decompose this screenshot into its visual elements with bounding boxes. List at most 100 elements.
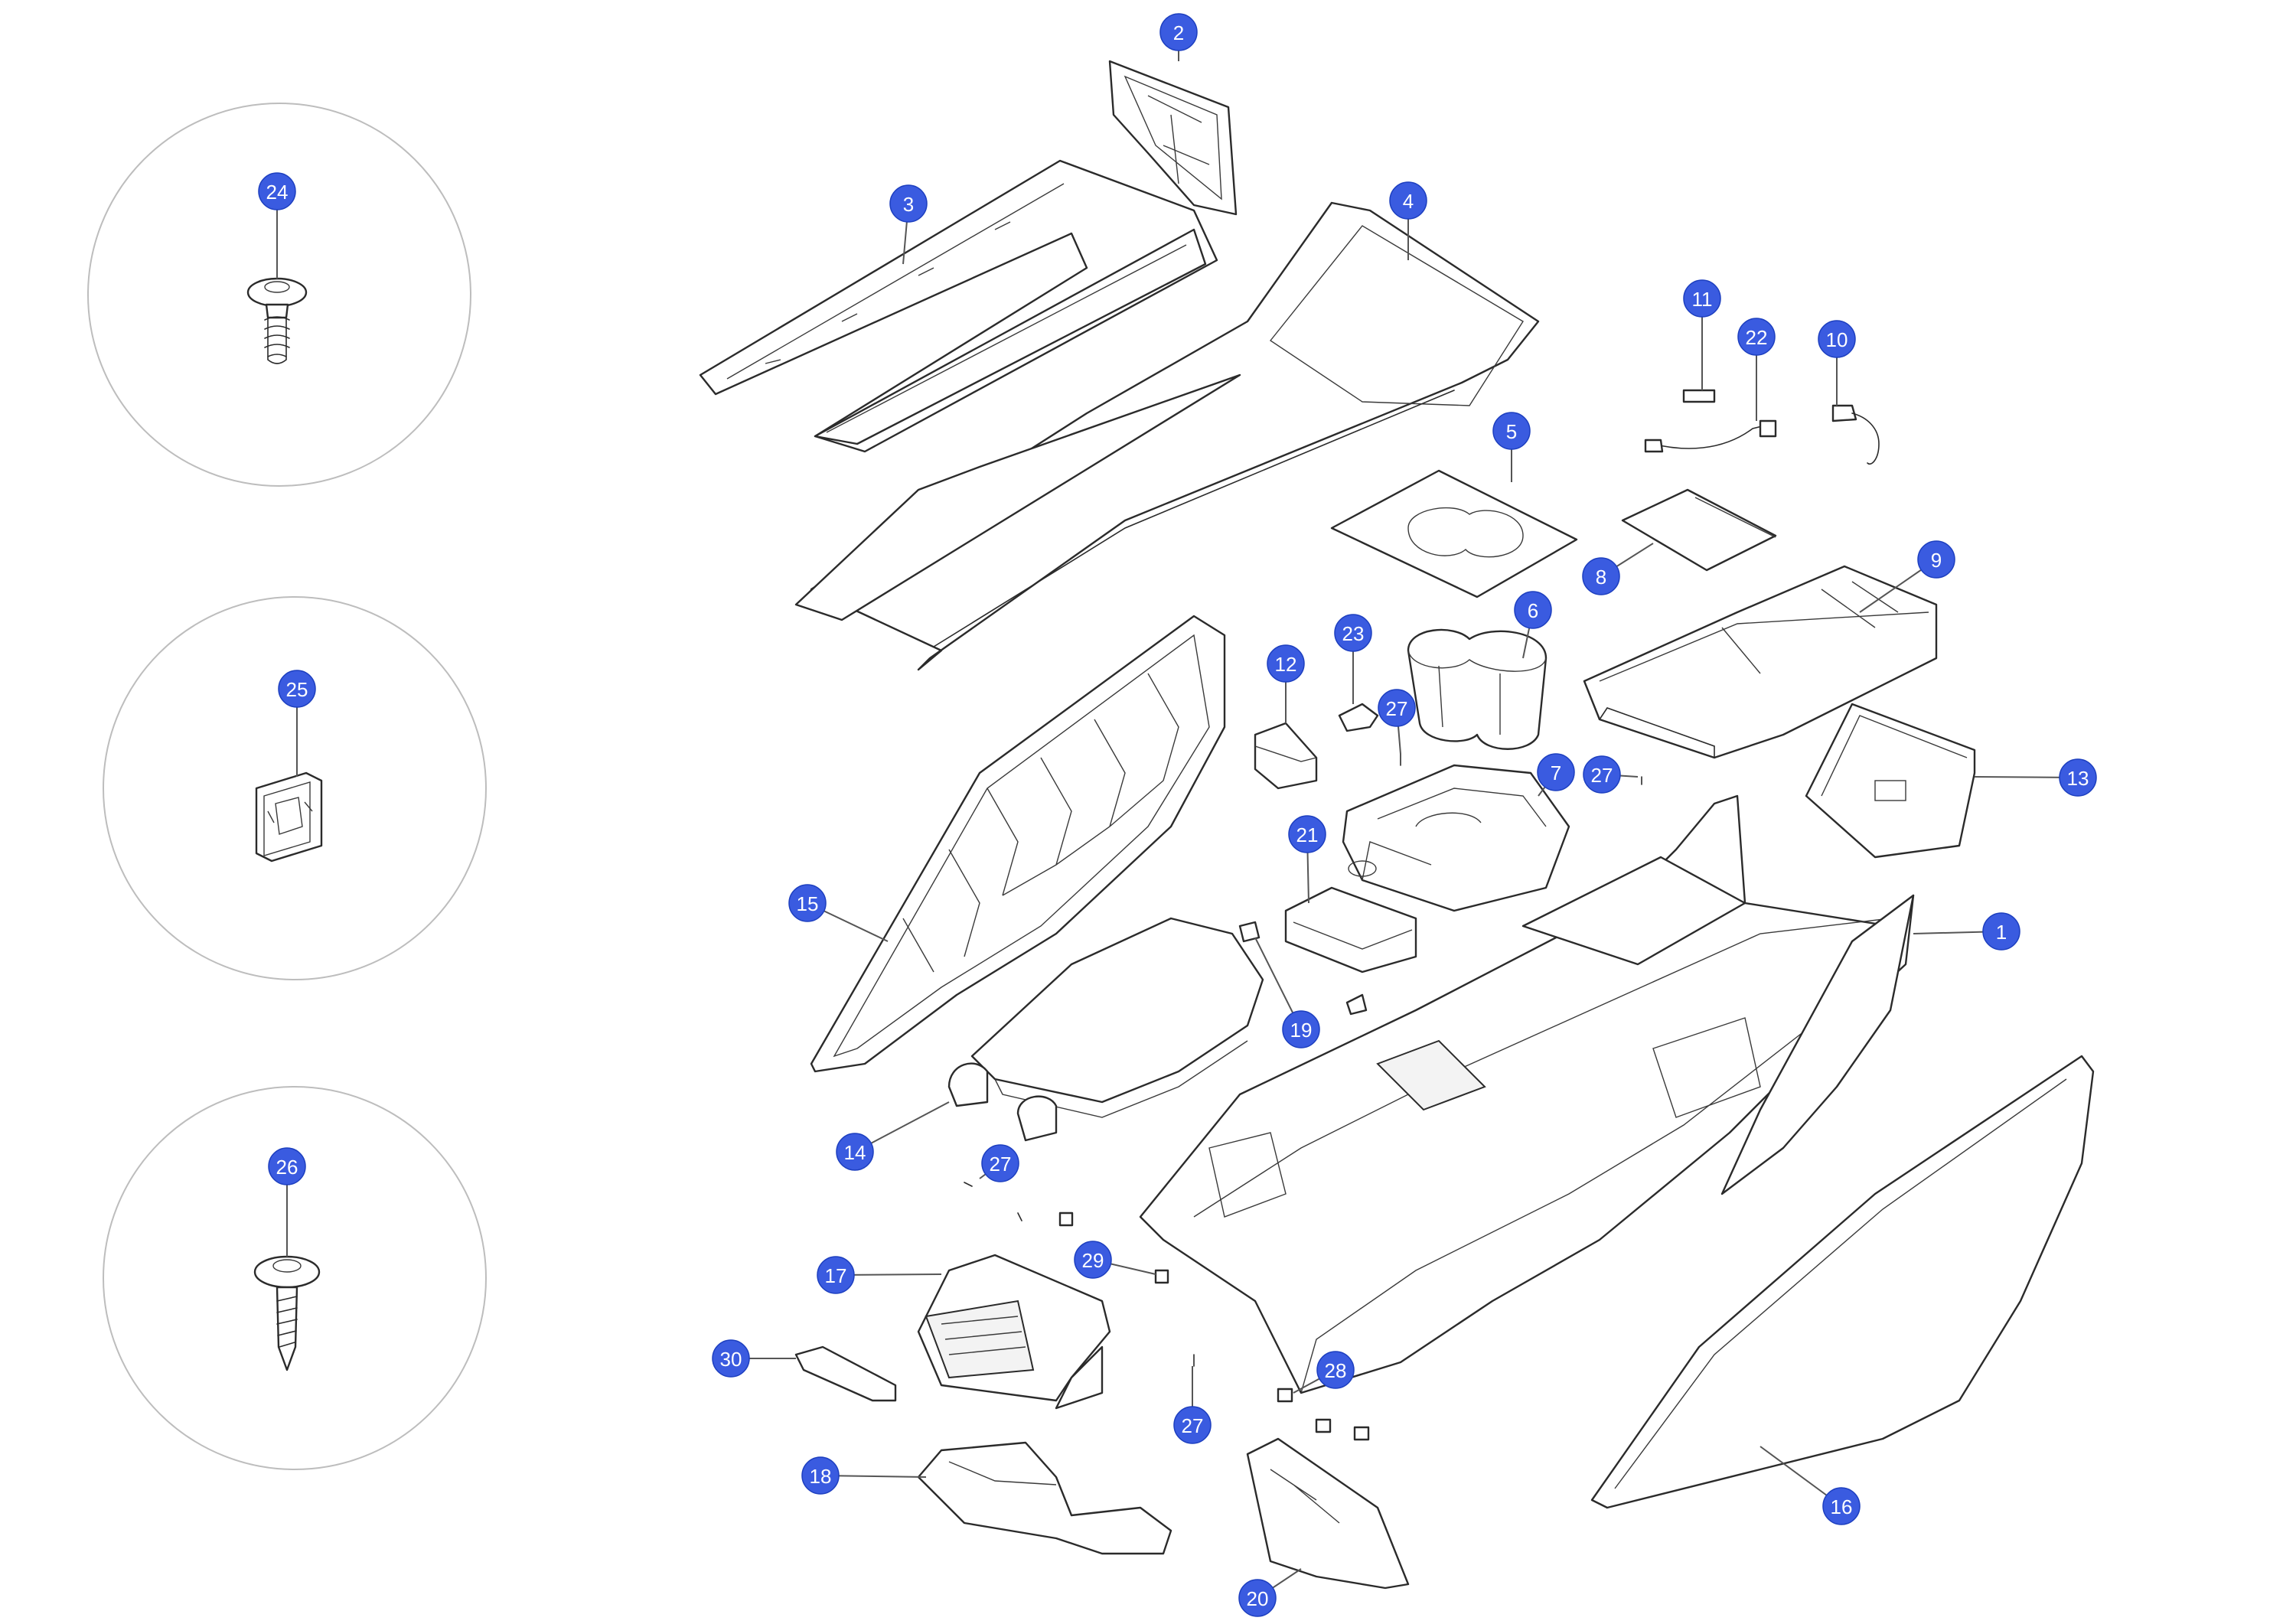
callout-number-22: 22 (1746, 326, 1768, 349)
callout-25[interactable]: 25 (278, 670, 316, 708)
part-8-charging-pad (1621, 488, 1777, 572)
callout-2[interactable]: 2 (1159, 13, 1198, 51)
callout-dot-16 (1822, 1487, 1861, 1525)
detail-circle-screw-26 (103, 1086, 487, 1470)
callout-29[interactable]: 29 (1074, 1241, 1112, 1279)
callout-28[interactable]: 28 (1316, 1351, 1355, 1389)
callout-number-17: 17 (825, 1264, 847, 1287)
callout-21[interactable]: 21 (1288, 815, 1326, 853)
part-1-console-body (1139, 794, 1915, 1394)
callout-17[interactable]: 17 (817, 1256, 855, 1294)
callout-8[interactable]: 8 (1582, 557, 1620, 595)
callout-dot-28 (1316, 1351, 1355, 1389)
pan-head-screw-part (253, 1255, 321, 1371)
callout-dot-30 (712, 1339, 750, 1378)
callout-30[interactable]: 30 (712, 1339, 750, 1378)
callout-1[interactable]: 1 (1982, 912, 2020, 951)
part-10-sensor (1831, 404, 1880, 465)
callout-15[interactable]: 15 (788, 884, 827, 922)
callout-dot-1 (1982, 912, 2020, 951)
callout-10[interactable]: 10 (1818, 320, 1856, 358)
callout-number-21: 21 (1296, 823, 1319, 846)
part-5-cupholder-cover (1330, 469, 1578, 598)
callout-dot-27b (1583, 755, 1621, 794)
callout-number-25: 25 (286, 678, 308, 701)
callout-26[interactable]: 26 (268, 1147, 306, 1185)
part-17-rear-vent (917, 1254, 1111, 1410)
callout-number-18: 18 (810, 1465, 832, 1488)
callout-23[interactable]: 23 (1334, 614, 1372, 652)
callout-12[interactable]: 12 (1267, 644, 1305, 683)
callout-27d[interactable]: 27 (1173, 1406, 1212, 1444)
part-30-bracket (794, 1345, 897, 1402)
callout-dot-27a (1378, 689, 1416, 727)
callout-4[interactable]: 4 (1389, 181, 1427, 220)
callout-number-24: 24 (266, 181, 289, 204)
callout-dot-12 (1267, 644, 1305, 683)
callout-18[interactable]: 18 (801, 1456, 840, 1495)
spring-clip-part (255, 771, 323, 863)
callout-16[interactable]: 16 (1822, 1487, 1861, 1525)
callout-3[interactable]: 3 (889, 184, 928, 223)
callout-22[interactable]: 22 (1737, 318, 1776, 356)
callout-number-14: 14 (844, 1141, 866, 1164)
callout-14[interactable]: 14 (836, 1133, 874, 1171)
callout-dot-19 (1282, 1010, 1320, 1048)
part-3-trim-frame (699, 159, 1218, 453)
part-22-wire-harness (1644, 419, 1777, 453)
callout-dot-5 (1492, 412, 1531, 450)
part-4-top-trim-panel (794, 201, 1540, 671)
callout-number-27d: 27 (1182, 1414, 1204, 1437)
callout-number-27b: 27 (1591, 764, 1613, 787)
callout-dot-7 (1537, 753, 1575, 791)
callout-dot-17 (817, 1256, 855, 1294)
callout-number-27a: 27 (1386, 697, 1408, 720)
flange-screw-part (246, 277, 308, 364)
callout-27b[interactable]: 27 (1583, 755, 1621, 794)
callout-6[interactable]: 6 (1514, 591, 1552, 629)
callout-27c[interactable]: 27 (981, 1144, 1019, 1182)
callout-dot-4 (1389, 181, 1427, 220)
callout-number-20: 20 (1247, 1587, 1269, 1610)
callout-24[interactable]: 24 (258, 172, 296, 210)
part-9-module-tray (1583, 565, 1938, 759)
callout-dot-10 (1818, 320, 1856, 358)
callout-number-6: 6 (1528, 599, 1538, 622)
callout-7[interactable]: 7 (1537, 753, 1575, 791)
callout-dot-27c (981, 1144, 1019, 1182)
callout-dot-6 (1514, 591, 1552, 629)
part-6-cupholder-insert (1407, 628, 1548, 750)
callout-number-3: 3 (903, 193, 914, 216)
callout-dot-3 (889, 184, 928, 223)
callout-dot-20 (1238, 1579, 1277, 1617)
callout-dot-14 (836, 1133, 874, 1171)
part-19-clip (1238, 921, 1368, 1016)
callout-19[interactable]: 19 (1282, 1010, 1320, 1048)
callout-dot-15 (788, 884, 827, 922)
callout-number-29: 29 (1082, 1249, 1104, 1272)
part-27-fasteners (964, 753, 1642, 1367)
callout-number-27c: 27 (990, 1153, 1012, 1176)
callout-dot-11 (1683, 279, 1721, 318)
callout-5[interactable]: 5 (1492, 412, 1531, 450)
callout-number-4: 4 (1403, 190, 1414, 213)
part-7-cupholder-housing (1342, 764, 1570, 912)
callout-dot-18 (801, 1456, 840, 1495)
part-28-clips (1277, 1388, 1370, 1441)
part-21-ecu (1284, 886, 1417, 973)
callout-number-13: 13 (2067, 767, 2089, 790)
callout-27a[interactable]: 27 (1378, 689, 1416, 727)
callout-dot-13 (2059, 758, 2097, 797)
callout-number-12: 12 (1275, 653, 1297, 676)
callout-number-5: 5 (1506, 420, 1517, 443)
callout-dot-22 (1737, 318, 1776, 356)
callout-20[interactable]: 20 (1238, 1579, 1277, 1617)
callout-13[interactable]: 13 (2059, 758, 2097, 797)
callout-9[interactable]: 9 (1917, 540, 1955, 579)
callout-number-8: 8 (1596, 566, 1606, 589)
callout-11[interactable]: 11 (1683, 279, 1721, 318)
callout-dot-9 (1917, 540, 1955, 579)
callout-dot-29 (1074, 1241, 1112, 1279)
